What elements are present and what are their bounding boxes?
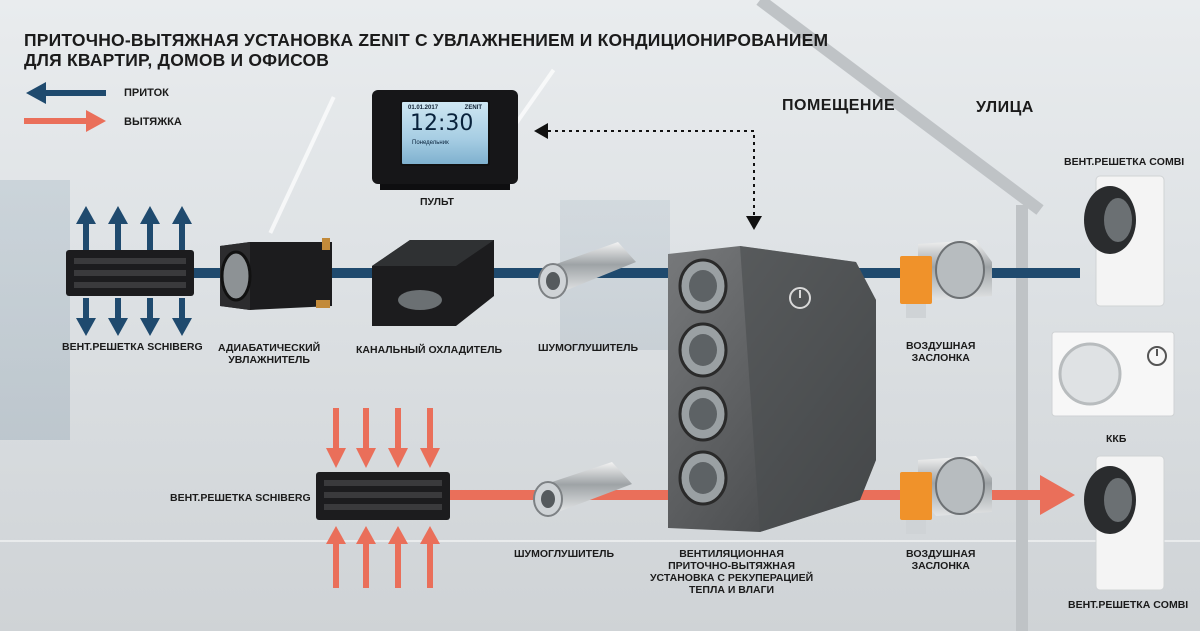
silencer-bottom-label: ШУМОГЛУШИТЕЛЬ: [514, 548, 615, 560]
grille-bottom-label: ВЕНТ.РЕШЕТКА SCHIBERG: [170, 492, 311, 504]
damper-bottom-label: ВОЗДУШНАЯ ЗАСЛОНКА: [906, 548, 976, 573]
damper-top-label: ВОЗДУШНАЯ ЗАСЛОНКА: [906, 340, 976, 365]
silencer-top: [538, 242, 636, 299]
legend-exhaust-label: ВЫТЯЖКА: [124, 116, 182, 128]
panel-time: 12:30: [410, 111, 474, 136]
combi-bottom-label: ВЕНТ.РЕШЕТКА COMBI: [1068, 599, 1189, 611]
grille-schiberg-bottom: [316, 472, 450, 520]
floor-line: [0, 540, 1200, 542]
grille-bottom-arrows: [326, 408, 440, 588]
panel-connection-arrow-down: [746, 216, 762, 230]
panel-brand: ZENIT: [464, 105, 482, 111]
combi-grille-top: [1084, 175, 1165, 307]
legend-exhaust-arrow: [24, 110, 106, 132]
zone-room-label: ПОМЕЩЕНИЕ: [782, 97, 896, 114]
silencer-bottom: [533, 462, 632, 517]
combi-grille-bottom: [1084, 455, 1165, 591]
supply-duct: [190, 268, 1080, 278]
legend-supply-arrow: [26, 82, 106, 104]
background-window: [0, 180, 70, 440]
kkb-condensing-unit: [1051, 331, 1175, 417]
zone-street-label: УЛИЦА: [976, 99, 1034, 116]
panel-day: Понедельник: [412, 140, 449, 146]
panel-connection-line: [548, 130, 755, 216]
combi-top-label: ВЕНТ.РЕШЕТКА COMBI: [1064, 156, 1185, 168]
grille-top-label: ВЕНТ.РЕШЕТКА SCHIBERG: [62, 341, 203, 353]
unit-label: ВЕНТИЛЯЦИОННАЯ ПРИТОЧНО-ВЫТЯЖНАЯ УСТАНОВ…: [650, 548, 814, 597]
air-damper-bottom: [900, 456, 992, 534]
duct-cooler: [372, 240, 494, 326]
cooler-label: КАНАЛЬНЫЙ ОХЛАДИТЕЛЬ: [356, 344, 502, 356]
panel-label: ПУЛЬТ: [420, 196, 454, 208]
grille-top-arrows: [76, 206, 192, 336]
control-panel-screen: 01.01.2017 ZENIT 12:30 Понедельник: [400, 100, 490, 166]
adiabatic-humidifier: [220, 238, 332, 310]
panel-date: 01.01.2017: [408, 105, 439, 111]
title-line-2: ДЛЯ КВАРТИР, ДОМОВ И ОФИСОВ: [24, 50, 330, 71]
panel-connection-arrow-left: [534, 123, 548, 139]
air-damper-top: [900, 240, 992, 318]
kkb-label: ККБ: [1106, 433, 1127, 445]
title-line-1: ПРИТОЧНО-ВЫТЯЖНАЯ УСТАНОВКА ZENIT С УВЛА…: [24, 30, 829, 50]
ventilation-unit-recuperator: [668, 246, 876, 532]
humidifier-label: АДИАБАТИЧЕСКИЙ УВЛАЖНИТЕЛЬ: [218, 342, 321, 367]
diagram-title: ПРИТОЧНО-ВЫТЯЖНАЯ УСТАНОВКА ZENIT С УВЛА…: [24, 30, 828, 70]
legend-supply-label: ПРИТОК: [124, 87, 169, 99]
silencer-top-label: ШУМОГЛУШИТЕЛЬ: [538, 342, 639, 354]
grille-schiberg-top: [66, 250, 194, 296]
exhaust-arrow-head: [1040, 475, 1075, 515]
